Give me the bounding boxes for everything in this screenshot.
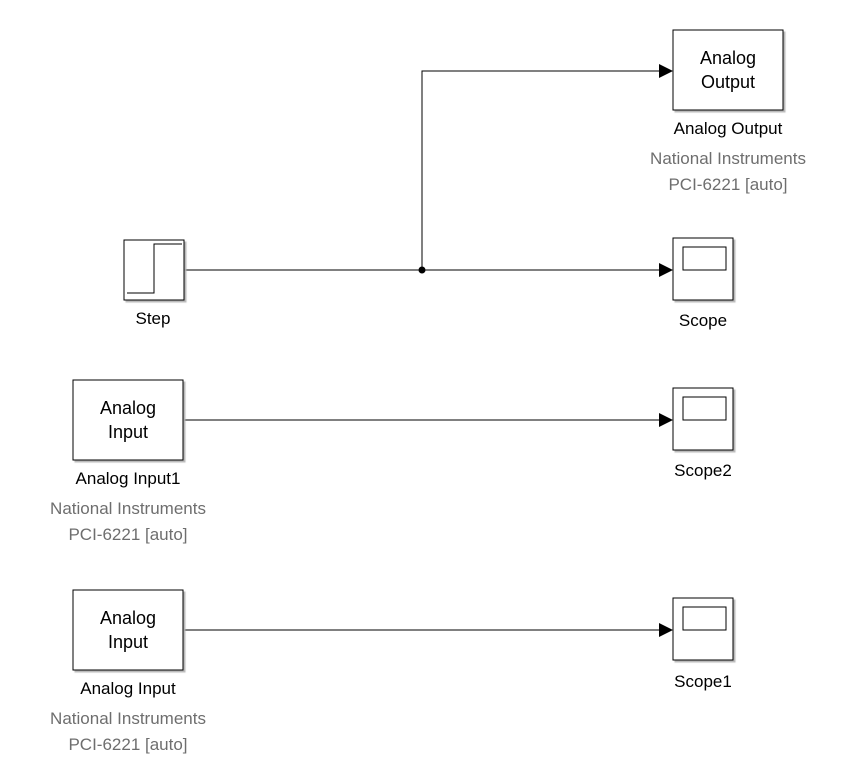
branch-to-analog-output-line[interactable] bbox=[421, 70, 662, 270]
arrowhead-icon bbox=[659, 263, 673, 277]
analog-input1-icon-line1: Analog bbox=[100, 398, 156, 418]
analog-output-icon-line2: Output bbox=[701, 72, 755, 92]
analog-output-icon-line1: Analog bbox=[700, 48, 756, 68]
analog-input-device: PCI-6221 [auto] bbox=[68, 735, 187, 754]
analog-input-icon-line2: Input bbox=[108, 632, 148, 652]
arrowhead-icon bbox=[659, 623, 673, 637]
analog-input1-device: PCI-6221 [auto] bbox=[68, 525, 187, 544]
analog-output-block-body[interactable] bbox=[672, 29, 784, 111]
analog-input-icon-line1: Analog bbox=[100, 608, 156, 628]
signal-lines bbox=[184, 64, 673, 637]
scope-screen-icon bbox=[682, 396, 727, 421]
step-block-name[interactable]: Step bbox=[136, 309, 171, 328]
analog-input1-vendor: National Instruments bbox=[50, 499, 206, 518]
scope-block-name[interactable]: Scope bbox=[679, 311, 727, 330]
analog-input1-block-body[interactable] bbox=[72, 379, 184, 461]
scope2-block[interactable]: Scope2 bbox=[672, 387, 734, 480]
arrowhead-icon bbox=[659, 413, 673, 427]
scope-screen-icon bbox=[682, 246, 727, 271]
branch-point[interactable] bbox=[418, 266, 426, 274]
scope2-block-name[interactable]: Scope2 bbox=[674, 461, 732, 480]
analog-output-device: PCI-6221 [auto] bbox=[668, 175, 787, 194]
scope1-block-name[interactable]: Scope1 bbox=[674, 672, 732, 691]
analog-input-vendor: National Instruments bbox=[50, 709, 206, 728]
analog-output-block-name[interactable]: Analog Output bbox=[674, 119, 783, 138]
scope1-block[interactable]: Scope1 bbox=[672, 597, 734, 691]
analog-input1-icon-line2: Input bbox=[108, 422, 148, 442]
analog-input-block-body[interactable] bbox=[72, 589, 184, 671]
analog-input1-block[interactable]: Analog Input Analog Input1 National Inst… bbox=[50, 379, 206, 544]
analog-input-block-name[interactable]: Analog Input bbox=[80, 679, 176, 698]
analog-output-block[interactable]: Analog Output Analog Output National Ins… bbox=[650, 29, 806, 194]
step-block[interactable]: Step bbox=[123, 239, 185, 328]
scope-screen-icon bbox=[682, 606, 727, 631]
analog-output-vendor: National Instruments bbox=[650, 149, 806, 168]
scope-block[interactable]: Scope bbox=[672, 237, 734, 330]
arrowhead-icon bbox=[659, 64, 673, 78]
step-waveform-icon bbox=[127, 243, 182, 294]
analog-input1-block-name[interactable]: Analog Input1 bbox=[76, 469, 181, 488]
analog-input-block[interactable]: Analog Input Analog Input National Instr… bbox=[50, 589, 206, 754]
